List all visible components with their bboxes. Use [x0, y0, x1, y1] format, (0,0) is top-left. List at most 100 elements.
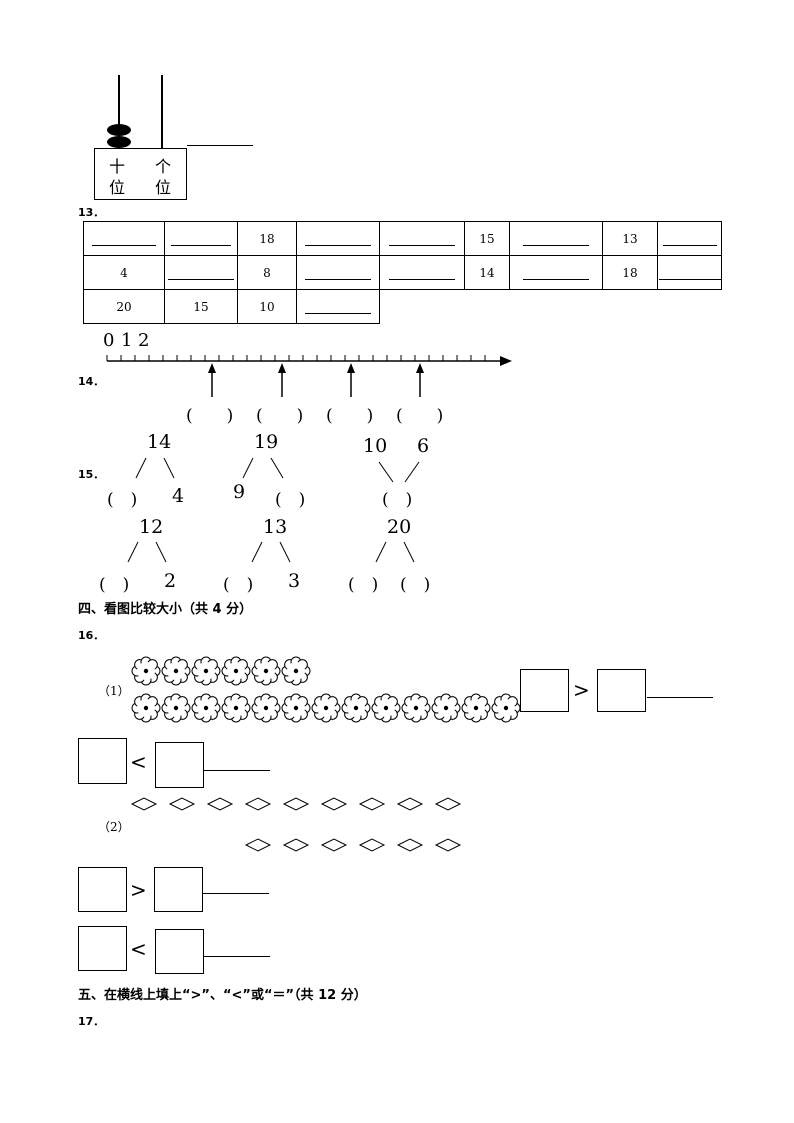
axis-label-0: 0	[103, 330, 115, 351]
abacus-bead	[107, 136, 131, 148]
table-cell[interactable]	[657, 221, 722, 256]
table-cell: 18	[602, 255, 658, 290]
bond-top: 20	[387, 516, 412, 538]
bond-lines	[375, 541, 415, 563]
flower-icon	[281, 656, 311, 686]
tens-label-2: 位	[109, 178, 126, 197]
answer-line[interactable]	[647, 697, 713, 698]
table-cell[interactable]	[164, 221, 238, 256]
table-cell: 8	[237, 255, 297, 290]
abacus	[90, 75, 190, 200]
q13-number: 13．	[78, 206, 105, 219]
table-cell[interactable]	[379, 255, 465, 290]
bond-lines	[378, 461, 420, 483]
answer-paren[interactable]: ( )	[400, 575, 431, 595]
diamond-icon	[206, 797, 234, 811]
answer-line[interactable]	[204, 956, 270, 957]
abacus-rods	[107, 75, 163, 149]
table-cell[interactable]	[296, 221, 380, 256]
less-than-sign: <	[130, 937, 147, 961]
bond-lines	[127, 541, 167, 563]
answer-box[interactable]	[520, 669, 569, 712]
bond-top: 19	[254, 431, 279, 453]
part-1-label: （1）	[98, 684, 130, 698]
answer-box[interactable]	[597, 669, 646, 712]
answer-paren[interactable]: ( )	[382, 490, 413, 510]
table-cell[interactable]	[509, 255, 603, 290]
diamond-icon	[244, 838, 272, 852]
bond-right: 3	[288, 570, 301, 592]
table-cell[interactable]	[296, 255, 380, 290]
diamond-rows	[130, 797, 462, 852]
flower-icon	[161, 656, 191, 686]
flower-icon	[281, 693, 311, 723]
axis-label-2: 2	[138, 330, 150, 351]
up-arrow-icon	[347, 363, 355, 397]
abacus-answer-line[interactable]	[187, 145, 253, 146]
answer-box[interactable]	[78, 926, 127, 971]
table-row: 18 15 13	[83, 221, 722, 256]
flower-icon	[491, 693, 520, 723]
table-cell[interactable]	[657, 255, 722, 290]
bond-top: 13	[263, 516, 288, 538]
up-arrow-icon	[416, 363, 424, 397]
diamond-icon	[282, 797, 310, 811]
flower-icon	[131, 656, 161, 686]
section-5-title: 五、在横线上填上“>”、“<”或“＝”（共 12 分）	[78, 988, 367, 1003]
q17-number: 17．	[78, 1015, 105, 1028]
table-cell: 15	[464, 221, 510, 256]
table-cell[interactable]	[83, 221, 165, 256]
bond-lines	[251, 541, 291, 563]
flower-icon	[221, 656, 251, 686]
diamond-icon	[168, 797, 196, 811]
bond-lines	[135, 457, 175, 479]
answer-paren[interactable]: ( )	[396, 406, 444, 426]
answer-paren[interactable]: ( )	[348, 575, 379, 595]
table-cell: 10	[237, 289, 297, 324]
section-4-title: 四、看图比较大小（共 4 分）	[78, 602, 253, 617]
bond-right: 2	[164, 570, 177, 592]
flower-icon	[431, 693, 461, 723]
answer-box[interactable]	[154, 867, 203, 912]
answer-paren[interactable]: ( )	[223, 575, 254, 595]
table-cell[interactable]	[296, 289, 380, 324]
answer-box[interactable]	[155, 742, 204, 788]
ones-label-2: 位	[155, 178, 172, 197]
flower-icon	[461, 693, 491, 723]
answer-paren[interactable]: ( )	[256, 406, 304, 426]
diamond-icon	[320, 797, 348, 811]
flower-rows	[131, 656, 520, 723]
answer-line[interactable]	[204, 770, 270, 771]
answer-box[interactable]	[155, 929, 204, 974]
up-arrow-icon	[278, 363, 286, 397]
table-cell: 14	[464, 255, 510, 290]
answer-line[interactable]	[203, 893, 269, 894]
answer-paren[interactable]: ( )	[107, 490, 138, 510]
answer-box[interactable]	[78, 738, 127, 784]
q14-number: 14．	[78, 375, 105, 388]
diamond-icon	[130, 797, 158, 811]
answer-paren[interactable]: ( )	[186, 406, 234, 426]
greater-than-sign: >	[573, 678, 590, 702]
answer-box[interactable]	[78, 867, 127, 912]
bond-top: 14	[147, 431, 172, 453]
table-cell[interactable]	[509, 221, 603, 256]
answer-paren[interactable]: ( )	[99, 575, 130, 595]
answer-paren[interactable]: ( )	[326, 406, 374, 426]
table-cell[interactable]	[379, 221, 465, 256]
abacus-bead	[107, 124, 131, 136]
diamond-icon	[320, 838, 348, 852]
diamond-icon	[434, 797, 462, 811]
q13-table: 18 15 13 4 8 14 18 20 15 10	[83, 221, 722, 324]
abacus-base: 十 个 位 位	[94, 148, 187, 200]
diamond-icon	[396, 797, 424, 811]
answer-paren[interactable]: ( )	[275, 490, 306, 510]
flower-icon	[251, 656, 281, 686]
diamond-icon	[396, 838, 424, 852]
flower-icon	[161, 693, 191, 723]
table-cell[interactable]	[164, 255, 238, 290]
diamond-icon	[282, 838, 310, 852]
bond-top-left: 10	[363, 435, 388, 457]
diamond-icon	[244, 797, 272, 811]
flower-icon	[251, 693, 281, 723]
